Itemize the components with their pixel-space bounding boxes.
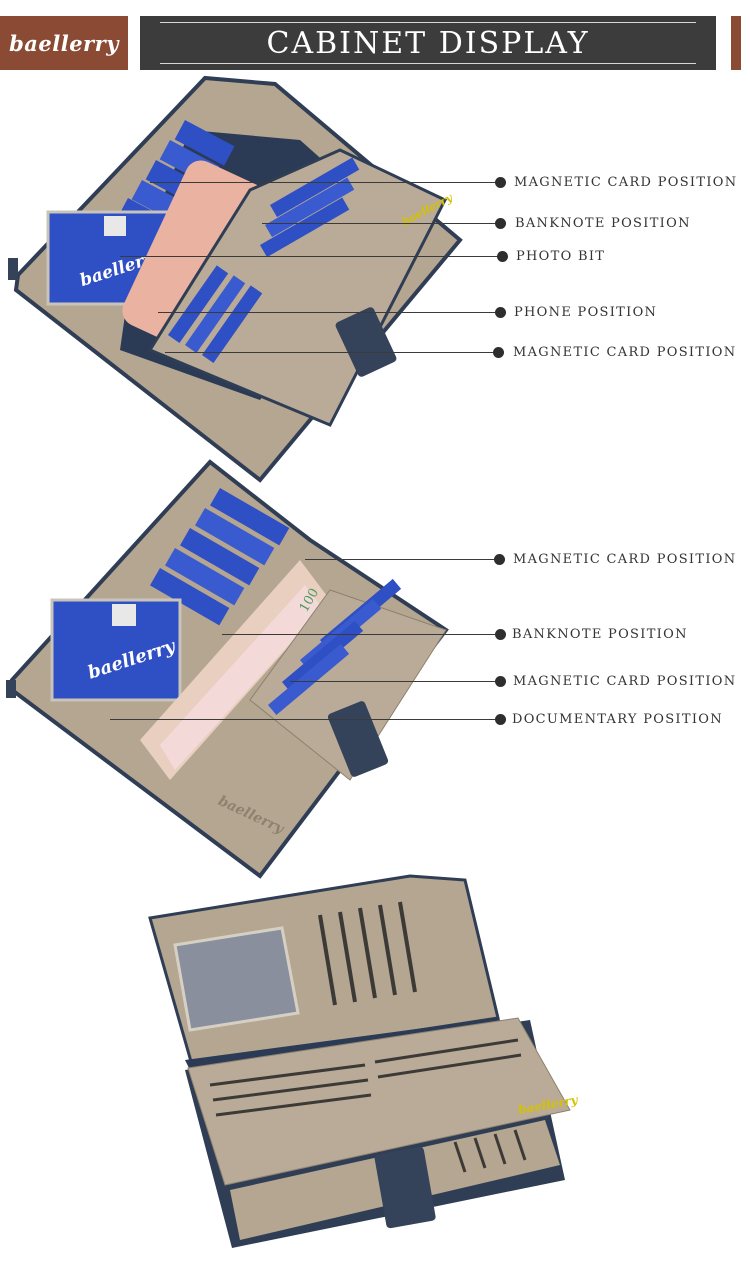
callout-2-magnetic-card-2: MAGNETIC CARD POSITION — [290, 674, 740, 689]
edge-accent-bar — [731, 16, 741, 70]
wallet3-vertical-slots — [318, 901, 417, 1006]
wallet3-horizontal-slots — [209, 1038, 522, 1117]
wallet3-inner-flap — [187, 1017, 571, 1186]
callout-2-banknote: BANKNOTE POSITION — [222, 627, 742, 642]
snap-clasp — [335, 307, 397, 377]
page-title: CABINET DISPLAY — [266, 26, 590, 61]
callout-1-photo-bit: PHOTO BIT — [120, 249, 740, 264]
callout-2-documentary: DOCUMENTARY POSITION — [110, 712, 730, 727]
wallet3-photo-window — [173, 926, 300, 1032]
callout-1-phone: PHONE POSITION — [158, 305, 738, 320]
wallet2-left-card-slots — [150, 488, 290, 626]
callout-1-banknote: BANKNOTE POSITION — [262, 216, 742, 231]
wallet2-snap-clasp — [327, 701, 389, 777]
brand-logo-text: baellerry — [9, 30, 119, 56]
wallet2-right-card-slots — [267, 578, 402, 715]
callout-1-magnetic-card: MAGNETIC CARD POSITION — [150, 175, 740, 190]
callout-1-magnetic-card-2: MAGNETIC CARD POSITION — [165, 345, 745, 360]
section-title-bar: CABINET DISPLAY — [140, 16, 716, 70]
title-rule-bottom — [160, 63, 696, 64]
brand-logo-box: baellerry — [0, 16, 128, 70]
wallet3-snap-clasp — [374, 1146, 436, 1229]
title-rule-top — [160, 22, 696, 23]
wallet-open-with-phone: baellerry baellerry — [8, 75, 463, 483]
callout-2-magnetic-card: MAGNETIC CARD POSITION — [305, 552, 745, 567]
right-card-slots — [167, 157, 360, 364]
wallet2-right-pocket — [249, 589, 447, 781]
